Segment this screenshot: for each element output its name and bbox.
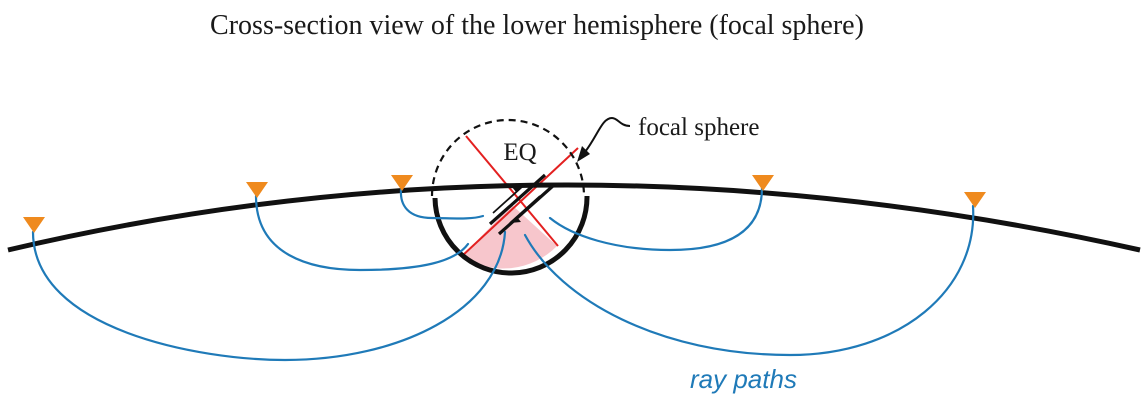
ground-surface [7,182,1141,253]
ray-path [399,188,485,220]
focal-sphere-label: focal sphere [638,114,759,141]
station-icon [23,217,45,233]
station-icon [246,182,268,198]
ray-path [523,204,975,357]
station-icon [391,175,413,191]
curved-arrow-icon [577,116,631,162]
station-icon [752,175,774,191]
nodal-plane-1 [465,135,559,247]
ray-path [548,186,764,252]
lower-hemisphere-wedge [462,205,557,269]
focal-sphere-lower [432,195,590,276]
diagram-title: Cross-section view of the lower hemisphe… [210,10,864,41]
earthquake-label: EQ [503,139,536,166]
fault-slip-arrows-icon [488,173,556,236]
nodal-plane-2 [461,147,579,257]
ray-path [254,194,470,272]
ray-paths-label: ray paths [690,364,797,394]
station-icon [964,192,986,208]
ray-path [31,230,507,362]
